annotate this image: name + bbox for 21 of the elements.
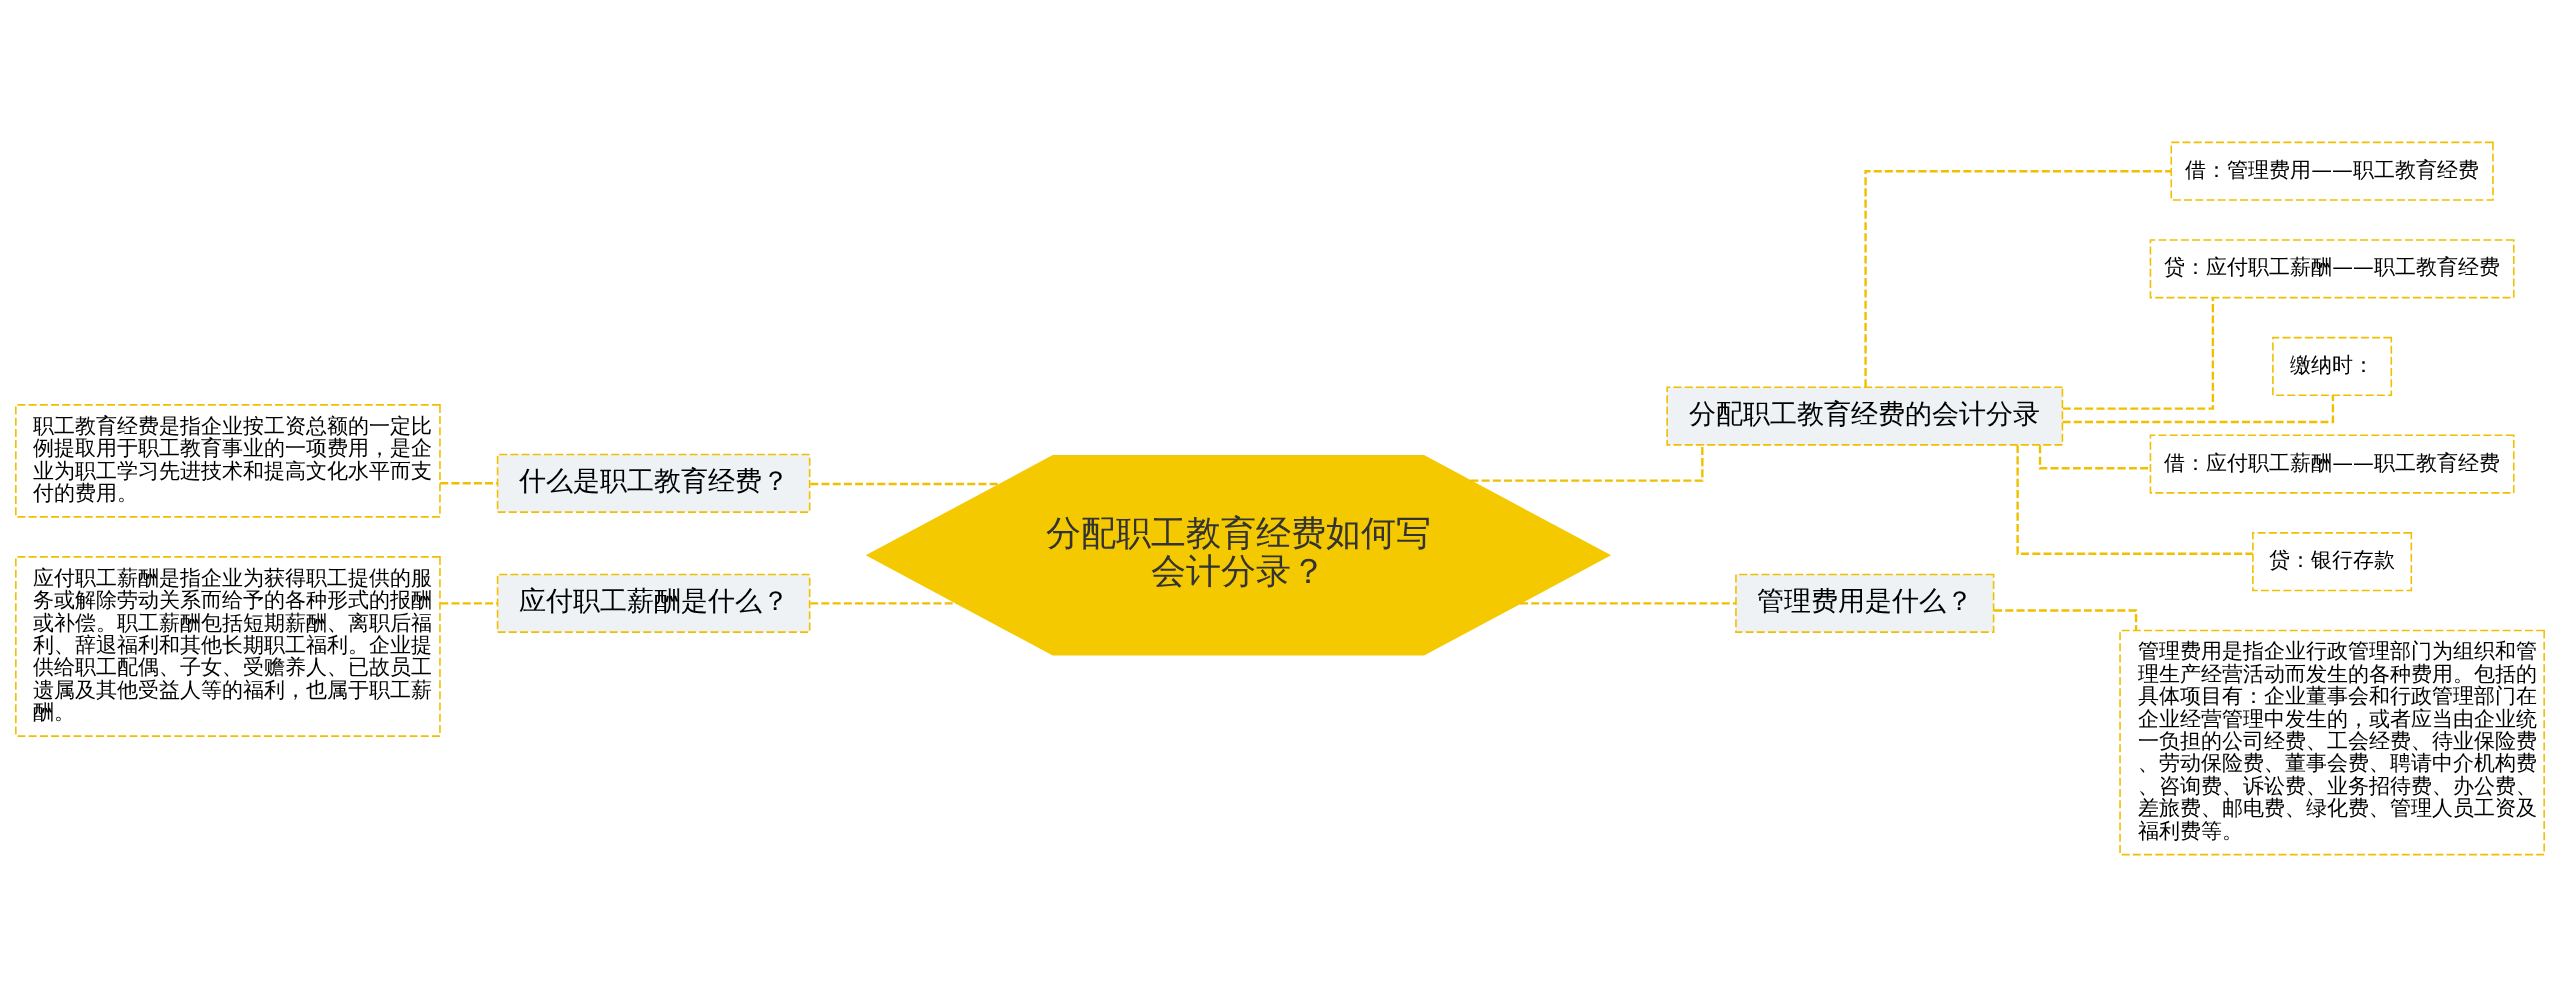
node-box: 什么是职工教育经费？ xyxy=(496,453,811,513)
connector xyxy=(1470,445,1704,482)
node-box: 管理费用是指企业行政管理部门为组织和管理生产经营活动而发生的各种费用。包括的具体项目有：企业董事会和行政管理部门在企业经营管理中发生的，或者应当由企业统一负担的公司经费、工会经费、待业保险费、劳动保险费、董事会费、聘请中介机构费、咨询费、诉讼费、业务招待费、办公费、差旅费、邮电费、绿化费、管理人员工资及福利费等。 xyxy=(2119,629,2545,856)
node-box: 职工教育经费是指企业按工资总额的一定比例提取用于职工教育事业的一项费用，是企业为职工学习先进技术和提高文化水平而支付的费用。 xyxy=(15,404,441,518)
connector xyxy=(1864,170,2171,388)
connector xyxy=(2062,297,2215,410)
connector xyxy=(440,482,497,485)
node-box: 管理费用是什么？ xyxy=(1735,573,1995,633)
node-box: 应付职工薪酬是指企业为获得职工提供的服务或解除劳动关系而给予的各种形式的报酬或补偿。职工薪酬包括短期薪酬、离职后福利、辞退福利和其他长期职工福利。企业提供给职工配偶、子女、受赡养人、已故员工遗属及其他受益人等的福利，也属于职工薪酬。 xyxy=(15,556,441,737)
node-box: 应付职工薪酬是什么？ xyxy=(496,573,811,633)
node-box: 缴纳时： xyxy=(2272,336,2393,397)
connector xyxy=(440,602,497,605)
connector xyxy=(810,482,1001,486)
connector xyxy=(1520,602,1736,605)
connector xyxy=(2016,445,2253,555)
connector xyxy=(2038,445,2151,470)
node-box: 贷：银行存款 xyxy=(2252,532,2413,592)
node-box: 分配职工教育经费的会计分录 xyxy=(1666,386,2064,446)
node-box: 贷：应付职工薪酬——职工教育经费 xyxy=(2149,239,2515,299)
node-box: 借：管理费用——职工教育经费 xyxy=(2170,141,2494,201)
node-box: 借：应付职工薪酬——职工教育经费 xyxy=(2149,434,2515,494)
